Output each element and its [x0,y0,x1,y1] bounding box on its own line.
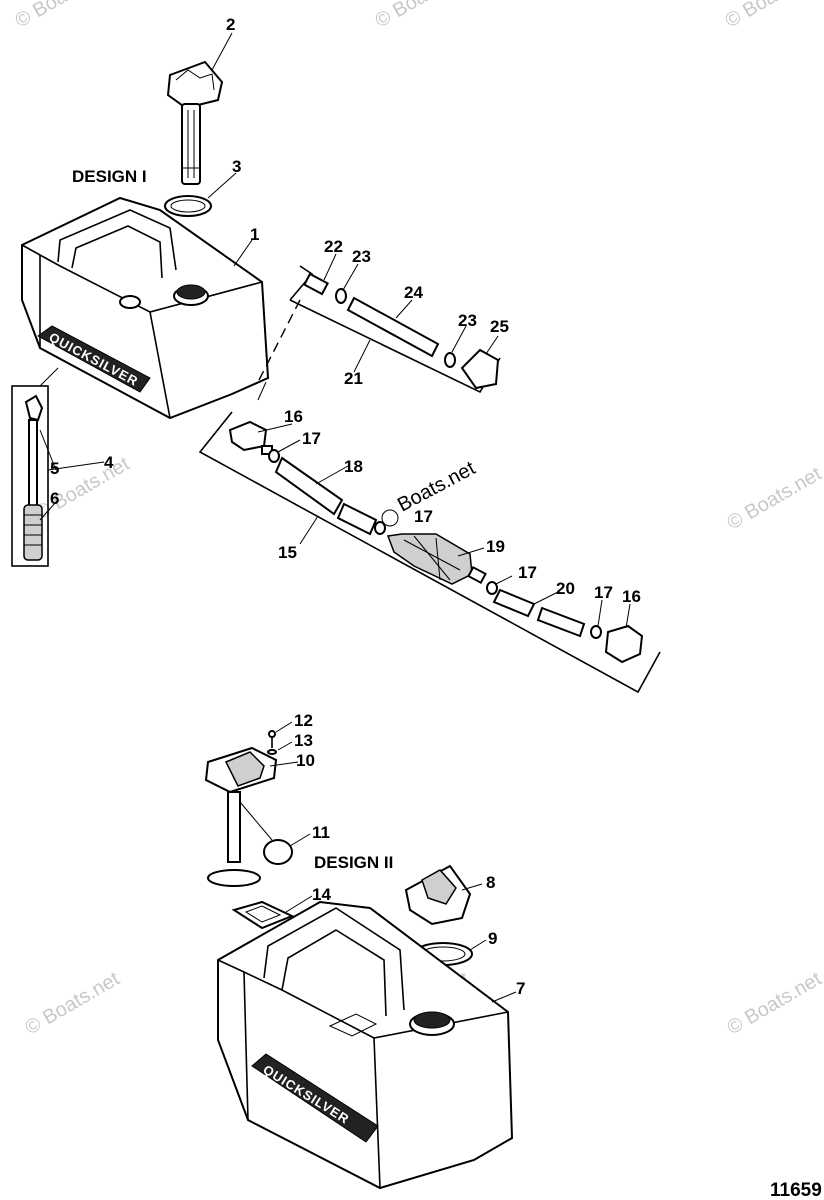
callout-4: 4 [104,453,114,472]
design-i-label: DESIGN I [72,167,147,186]
figure-id: 11659 [770,1180,822,1200]
callout-10: 10 [296,751,315,770]
overlay-watermark-text: Boats.net [394,457,479,516]
callout-17-right-a: 17 [518,563,537,582]
callout-25: 25 [490,317,509,336]
washer-part-13 [267,749,277,755]
callout-21: 21 [344,369,363,388]
callout-16-right: 16 [622,587,641,606]
watermark-top-left: © Boats.net [12,0,114,32]
fuel-gauge-part-8 [404,864,472,926]
callout-1: 1 [250,225,259,244]
callout-6: 6 [50,489,59,508]
callout-14: 14 [312,885,331,904]
watermark-low-right: © Boats.net [724,968,824,1040]
callout-8: 8 [486,873,495,892]
callout-9: 9 [488,929,497,948]
callout-17-center: 17 [414,507,433,526]
watermark-top-right: © Boats.net [722,0,824,32]
callout-12: 12 [294,711,313,730]
callout-13: 13 [294,731,313,750]
callout-18: 18 [344,457,363,476]
callout-11: 11 [312,823,330,842]
callout-22: 22 [324,237,343,256]
callout-24: 24 [404,283,423,302]
watermark-mid-right: © Boats.net [724,463,824,535]
fuel-gauge-part-2 [166,60,224,185]
vent-assembly-part-21 [257,265,501,394]
fuel-sender-part-10 [204,746,278,887]
watermark-top-center: © Boats.net [372,0,474,32]
watermark-low-left: © Boats.net [22,968,124,1040]
design-ii-label: DESIGN II [314,853,393,872]
callout-3: 3 [232,157,241,176]
callout-16-left: 16 [284,407,303,426]
callout-23-top: 23 [352,247,371,266]
float-part-11 [263,839,293,865]
gasket-part-14 [231,900,295,930]
callout-5: 5 [50,459,59,478]
leader-lines [39,32,631,1003]
callout-17-left: 17 [302,429,321,448]
watermark-mid-left: © Boats.net [32,453,134,525]
callout-20: 20 [556,579,575,598]
callout-23-right: 23 [458,311,477,330]
gauge-o-ring-part-3 [164,195,212,217]
callout-15: 15 [278,543,297,562]
fuel-tank-part-7: QUICKSILVER [217,900,514,1190]
fuel-tank-part-1: QUICKSILVER [21,196,270,420]
callout-7: 7 [516,979,525,998]
fuel-line-assembly-part-15 [198,381,661,694]
callout-numbers: 1 2 3 4 5 6 7 8 9 10 11 12 13 14 15 16 1… [50,15,641,998]
pickup-assembly-part-4 [11,367,59,567]
callout-17-right-b: 17 [594,583,613,602]
callout-2: 2 [226,15,235,34]
callout-19: 19 [486,537,505,556]
